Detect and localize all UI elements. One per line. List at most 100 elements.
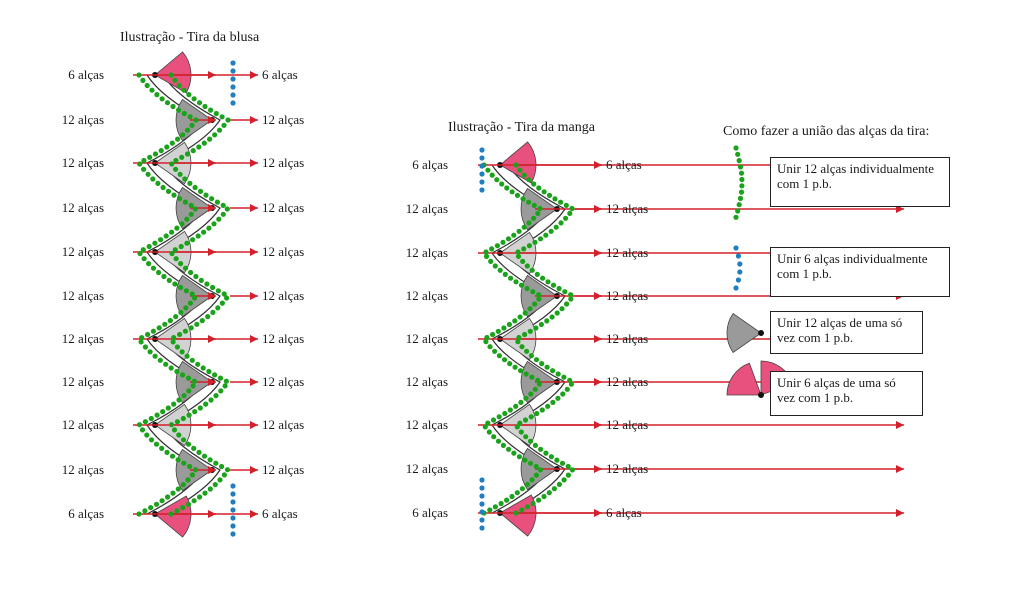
blusa-green-dots-left bbox=[190, 383, 196, 389]
manga-green-dots-right bbox=[517, 420, 523, 426]
legend-green-dot bbox=[738, 189, 745, 195]
blusa-green-dots-left bbox=[185, 375, 192, 381]
blusa-green-dots-left bbox=[168, 365, 174, 371]
blusa-left-arrow-head bbox=[208, 378, 216, 386]
blusa-green-dots-left bbox=[158, 148, 164, 154]
blusa-right-arrow-head bbox=[250, 378, 258, 386]
blusa-green-dots-right bbox=[202, 490, 208, 496]
manga-green-dots-right bbox=[523, 434, 529, 440]
blusa-green-dots-left bbox=[136, 511, 142, 517]
blusa-green-dots-right bbox=[210, 309, 216, 315]
manga-blue-dot-left bbox=[479, 493, 485, 499]
manga-left-arrow-head bbox=[896, 205, 904, 213]
legend-gray-junction bbox=[758, 330, 764, 336]
blusa-green-dots-left bbox=[163, 361, 169, 367]
manga-green-dots-left bbox=[523, 395, 529, 401]
manga-blue-dot-left bbox=[479, 171, 485, 177]
manga-green-dots-right bbox=[533, 357, 540, 363]
manga-green-dots-left bbox=[489, 246, 495, 252]
manga-green-dots-right bbox=[539, 407, 545, 413]
blusa-green-dots-right bbox=[213, 393, 219, 399]
blusa-green-dots-right bbox=[172, 77, 178, 83]
manga-blue-dot-left bbox=[479, 485, 485, 491]
manga-green-dots-left bbox=[533, 472, 540, 478]
blusa-green-dots-right bbox=[201, 229, 207, 235]
manga-green-dots-right bbox=[515, 249, 521, 255]
blusa-green-dots-left bbox=[193, 117, 199, 123]
blusa-green-dots-left bbox=[180, 482, 186, 488]
manga-green-dots-right bbox=[526, 177, 532, 183]
manga-green-dots-right bbox=[552, 196, 558, 202]
blusa-green-dots-right bbox=[185, 441, 192, 447]
blusa-green-dots-left bbox=[189, 122, 195, 128]
manga-green-dots-left bbox=[519, 486, 526, 492]
blusa-green-dots-left bbox=[166, 277, 172, 283]
legend-green-dot bbox=[736, 202, 742, 208]
manga-green-dots-left bbox=[505, 236, 512, 242]
manga-green-dots-left bbox=[537, 467, 544, 473]
blusa-green-dots-right bbox=[207, 457, 213, 463]
blusa-green-dots-right bbox=[173, 256, 179, 262]
blusa-green-dots-right bbox=[190, 148, 196, 154]
blusa-green-dots-left bbox=[140, 247, 146, 253]
legend-blue-dot bbox=[733, 285, 739, 291]
blusa-blue-dot-right bbox=[230, 68, 236, 74]
blusa-green-dots-left bbox=[159, 498, 165, 504]
blusa-blue-dot-right bbox=[230, 60, 236, 66]
manga-green-dots-right bbox=[520, 258, 526, 264]
manga-green-dots-left bbox=[530, 289, 536, 295]
manga-green-dots-right bbox=[544, 318, 550, 324]
manga-blue-dot-left bbox=[479, 163, 485, 169]
manga-green-dots-right bbox=[562, 289, 568, 295]
blusa-green-dots-right bbox=[179, 349, 185, 355]
manga-green-dots-right bbox=[544, 364, 550, 370]
blusa-green-dots-left bbox=[172, 281, 178, 287]
manga-green-dots-right bbox=[534, 410, 540, 417]
manga-green-dots-right bbox=[551, 486, 558, 492]
manga-left-label: 12 alças bbox=[405, 374, 448, 389]
blusa-green-dots-left bbox=[141, 256, 147, 262]
diagram-blusa bbox=[133, 51, 258, 538]
blusa-green-dots-right bbox=[186, 92, 192, 98]
blusa-blue-dot-right bbox=[230, 531, 236, 537]
manga-right-arrow-head bbox=[594, 292, 602, 300]
manga-green-dots-left bbox=[532, 386, 538, 392]
manga-right-label: 12 alças bbox=[606, 374, 649, 389]
blusa-green-dots-right bbox=[215, 305, 221, 311]
manga-blue-dot-left bbox=[479, 187, 485, 193]
manga-green-dots-left bbox=[527, 306, 533, 312]
manga-green-dots-left bbox=[509, 189, 515, 195]
blusa-blue-dot-right bbox=[230, 507, 236, 513]
manga-green-dots-right bbox=[527, 438, 534, 444]
blusa-green-dots-left bbox=[148, 437, 155, 443]
blusa-green-dots-right bbox=[219, 114, 225, 120]
blusa-green-dots-left bbox=[136, 422, 143, 428]
manga-green-dots-left bbox=[490, 417, 497, 423]
blusa-green-dots-right bbox=[169, 250, 175, 257]
blusa-green-dots-right bbox=[174, 344, 180, 350]
manga-green-dots-left bbox=[529, 477, 535, 483]
blusa-green-dots-left bbox=[150, 328, 156, 334]
manga-green-dots-left bbox=[536, 381, 543, 387]
legend-pink-junction bbox=[758, 392, 764, 398]
manga-green-dots-left bbox=[514, 192, 521, 198]
blusa-right-label: 12 alças bbox=[262, 244, 305, 259]
blusa-green-dots-right bbox=[221, 472, 227, 478]
manga-green-dots-right bbox=[567, 377, 573, 383]
blusa-green-dots-right bbox=[176, 82, 182, 89]
blusa-green-dots-left bbox=[169, 229, 175, 235]
blusa-green-dots-left bbox=[156, 269, 162, 276]
blusa-green-dots-left bbox=[149, 87, 155, 93]
manga-green-dots-right bbox=[567, 210, 573, 216]
blusa-left-arrow-head bbox=[208, 292, 216, 300]
blusa-green-dots-right bbox=[172, 247, 178, 253]
blusa-green-dots-right bbox=[196, 100, 203, 106]
manga-green-dots-left bbox=[522, 310, 528, 316]
manga-green-dots-right bbox=[564, 386, 570, 392]
blusa-green-dots-right bbox=[200, 365, 206, 371]
manga-green-dots-left bbox=[485, 420, 491, 426]
blusa-green-dots-right bbox=[222, 383, 228, 389]
manga-green-dots-left bbox=[494, 177, 500, 183]
manga-green-dots-right bbox=[539, 361, 545, 367]
manga-green-dots-left bbox=[521, 224, 527, 230]
